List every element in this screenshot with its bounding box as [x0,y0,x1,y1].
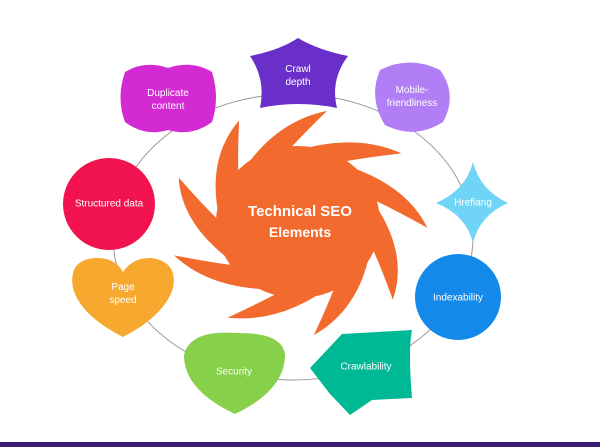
node-label-duplicate-content: Duplicate content [147,88,189,112]
swirl-blade [284,142,402,163]
node-label-hreflang: Hreflang [454,197,492,209]
node-shape-crawl-depth [250,38,348,108]
swirl-blade [227,281,337,319]
swirl-blade [174,255,285,290]
node-shape-security [184,332,285,414]
node-label-mobile-friendliness: Mobile-friendliness [386,85,438,109]
swirl-blade [238,110,328,179]
node-shape-crawlability [310,330,412,415]
node-label-crawlability: Crawlability [340,361,392,373]
node-shape-structured-data [63,158,155,250]
swirl-blade [215,120,240,223]
swirl-blade [313,245,372,336]
node-label-security: Security [215,366,253,378]
swirl-body [216,146,380,298]
node-shape-duplicate-content [120,64,216,133]
node-label-indexability: Indexability [432,292,484,304]
node-shape-hreflang [436,162,508,243]
node-label-structured-data: Structured data [74,198,144,210]
node-shape-indexability [415,254,501,340]
swirl-shape [174,110,428,336]
node-label-crawl-depth: Crawl depth [285,64,311,88]
node-shape-mobile-friendliness [375,62,450,132]
center-title-line1: Technical SEO [248,203,352,220]
center-title: Technical SEO Elements [220,202,380,242]
swirl-blade [336,162,428,228]
swirl-blade [371,198,398,300]
swirl-blade [178,177,239,267]
node-label-page-speed: Page speed [109,282,137,306]
node-shape-page-speed [72,257,174,337]
center-title-line2: Elements [268,224,332,240]
footer-bar [0,442,600,447]
